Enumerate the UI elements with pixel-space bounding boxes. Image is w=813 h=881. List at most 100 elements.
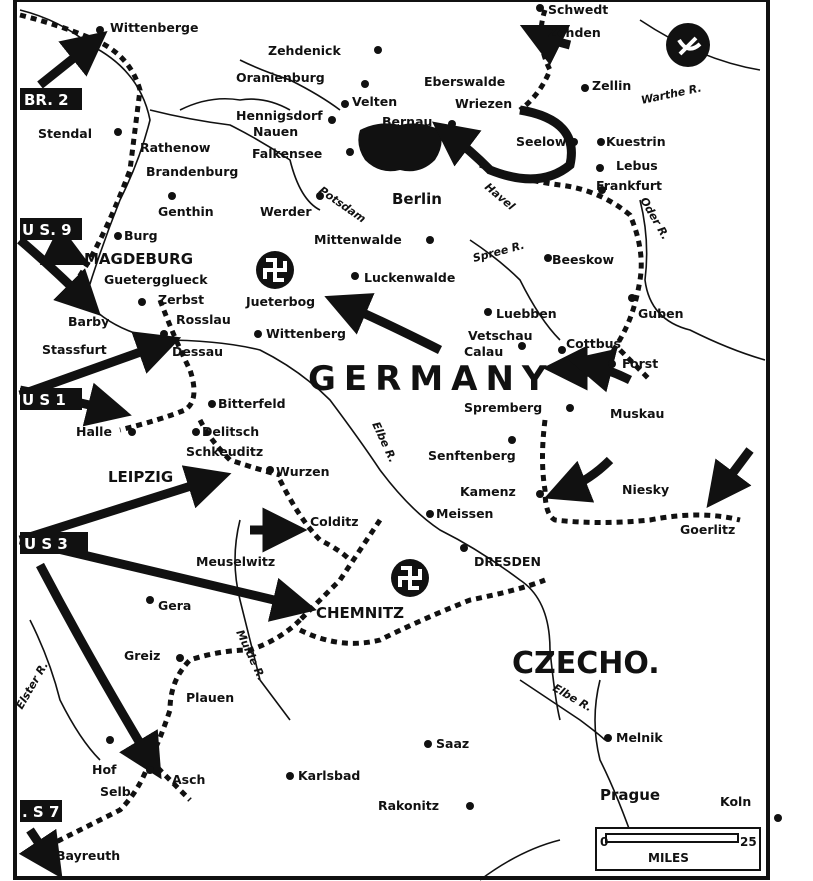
city-guben: Guben xyxy=(638,306,683,321)
city-melnik: Melnik xyxy=(616,730,663,745)
city-schwedt: Schwedt xyxy=(548,2,608,17)
city-magdeburg: MAGDEBURG xyxy=(84,250,193,268)
river-warthe: Warthe R. xyxy=(640,81,703,106)
city-wriezen: Wriezen xyxy=(455,96,512,111)
city-gera: Gera xyxy=(158,598,191,613)
city-bayreuth: Bayreuth xyxy=(56,848,120,863)
city-selb: Selb xyxy=(100,784,131,799)
svg-text:. S 7: . S 7 xyxy=(22,803,59,821)
city-delitzsch: Delitsch xyxy=(202,424,259,439)
army-box-us3: U S 3 xyxy=(20,532,88,554)
city-werder: Werder xyxy=(260,204,312,219)
city-genthin: Genthin xyxy=(158,204,214,219)
city-beeskow: Beeskow xyxy=(552,252,614,267)
city-stassfurt: Stassfurt xyxy=(42,342,107,357)
city-berlin: Berlin xyxy=(392,190,442,208)
scale-min: 0 xyxy=(600,835,608,849)
city-hof: Hof xyxy=(92,762,117,777)
city-greiz: Greiz xyxy=(124,648,160,663)
city-wurzen: Wurzen xyxy=(276,464,330,479)
city-dresden: DRESDEN xyxy=(474,554,541,569)
offensive-arrows xyxy=(17,24,754,879)
swastika-icon xyxy=(254,249,296,291)
city-kamenz: Kamenz xyxy=(460,484,516,499)
scale-unit: MILES xyxy=(648,851,689,865)
river-elster: Elster R. xyxy=(13,659,51,711)
city-zehdenick: Zehdenick xyxy=(268,43,341,58)
city-zerbst: Zerbst xyxy=(158,292,204,307)
swastika-icon xyxy=(389,557,431,599)
city-plauen: Plauen xyxy=(186,690,234,705)
city-frankfurt: Frankfurt xyxy=(596,178,662,193)
city-lebus: Lebus xyxy=(616,158,658,173)
city-mittenwalde: Mittenwalde xyxy=(314,232,402,247)
city-karlsbad: Karlsbad xyxy=(298,768,360,783)
city-bitterfeld: Bitterfeld xyxy=(218,396,286,411)
city-luckenwalde: Luckenwalde xyxy=(364,270,455,285)
city-muskau: Muskau xyxy=(610,406,664,421)
city-chemnitz: CHEMNITZ xyxy=(316,604,404,622)
army-box-us1: U S 1 xyxy=(20,388,82,410)
city-zellin: Zellin xyxy=(592,78,631,93)
city-colditz: Colditz xyxy=(310,514,359,529)
berlin-area xyxy=(358,123,442,172)
city-guetergglueck: Guetergglueck xyxy=(104,272,208,287)
city-senftenberg: Senftenberg xyxy=(428,448,516,463)
city-potsdam: Potsdam xyxy=(316,184,368,226)
scale-bar: 0 25 MILES xyxy=(595,827,761,871)
city-meuselwitz: Meuselwitz xyxy=(196,554,275,569)
city-prague: Prague xyxy=(600,786,660,804)
city-labels: Schwedt Wittenberge Zehdenick Zehden Ora… xyxy=(38,2,751,863)
svg-text:U S 3: U S 3 xyxy=(24,535,68,553)
city-forst: Forst xyxy=(622,356,658,371)
city-calau: Calau xyxy=(464,344,503,359)
soviet-symbol xyxy=(666,23,710,67)
river-elbe: Elbe R. xyxy=(369,420,399,465)
city-cottbus: Cottbus xyxy=(566,336,621,351)
city-asch: Asch xyxy=(172,772,205,787)
city-niesky: Niesky xyxy=(622,482,669,497)
svg-text:U S. 9: U S. 9 xyxy=(22,221,72,239)
city-zehden: Zehden xyxy=(548,25,601,40)
city-kolin: Koln xyxy=(720,794,751,809)
scale-max: 25 xyxy=(740,835,757,849)
city-hennigsdorf: Hennigsdorf xyxy=(236,108,323,123)
city-luebben: Luebben xyxy=(496,306,557,321)
city-goerlitz: Goerlitz xyxy=(680,522,735,537)
city-rosslau: Rosslau xyxy=(176,312,231,327)
city-rathenow: Rathenow xyxy=(140,140,211,155)
region-germany: GERMANY xyxy=(308,359,555,399)
city-halle: Halle xyxy=(76,424,112,439)
city-brandenburg: Brandenburg xyxy=(146,164,238,179)
army-box-us7: . S 7 xyxy=(20,800,62,822)
city-wittenberge: Wittenberge xyxy=(110,20,198,35)
river-havel: Havel xyxy=(482,180,517,213)
city-bernau: Bernau xyxy=(382,114,432,129)
city-falkensee: Falkensee xyxy=(252,146,322,161)
city-stendal: Stendal xyxy=(38,126,92,141)
city-velten: Velten xyxy=(352,94,397,109)
town-dots xyxy=(96,4,782,822)
city-oranienburg: Oranienburg xyxy=(236,70,325,85)
city-burg: Burg xyxy=(124,228,158,243)
city-meissen: Meissen xyxy=(436,506,493,521)
hammer-sickle-icon xyxy=(677,38,702,51)
region-czecho: CZECHO. xyxy=(512,646,660,681)
city-dessau: Dessau xyxy=(172,344,223,359)
army-box-br2: BR. 2 xyxy=(20,88,82,110)
city-vetschau: Vetschau xyxy=(468,328,533,343)
city-spremberg: Spremberg xyxy=(464,400,542,415)
river-oder: Oder R. xyxy=(637,195,672,242)
city-saaz: Saaz xyxy=(436,736,469,751)
city-rakonitz: Rakonitz xyxy=(378,798,439,813)
city-eberswalde: Eberswalde xyxy=(424,74,505,89)
city-kuestrin: Kuestrin xyxy=(606,134,666,149)
city-nauen: Nauen xyxy=(253,124,298,139)
city-seelow: Seelow xyxy=(516,134,567,149)
svg-text:BR. 2: BR. 2 xyxy=(24,91,69,109)
city-schkeuditz: Schkeuditz xyxy=(186,444,263,459)
map-frame xyxy=(13,0,770,880)
army-box-us9: U S. 9 xyxy=(20,218,82,240)
